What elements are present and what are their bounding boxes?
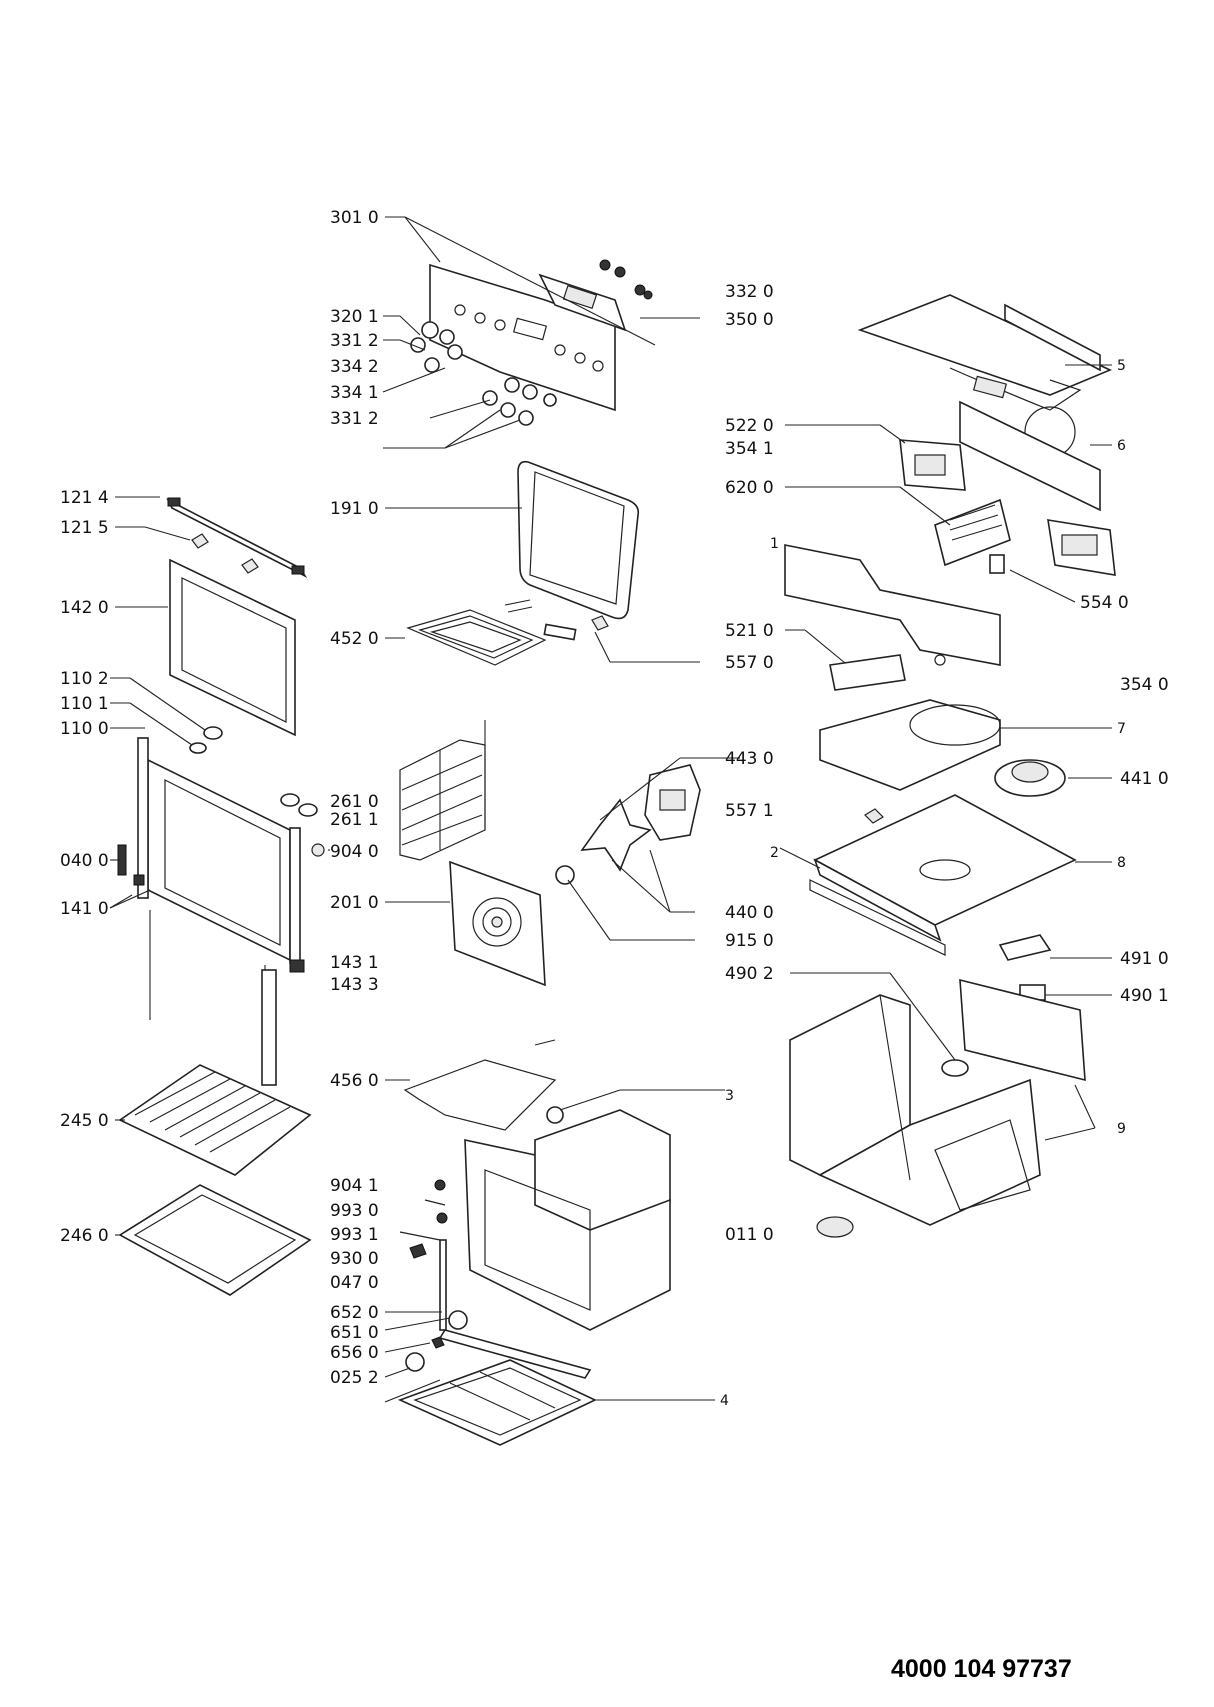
label-9930: 993 0 [330,1201,379,1221]
label-6520: 652 0 [330,1303,379,1323]
part-labels: 301 0 332 0 350 0 320 1 331 2 334 2 334 … [60,208,1169,1683]
label-4430: 443 0 [725,749,774,769]
grill-element [406,599,609,666]
fan-motor-assembly [555,764,701,885]
label-1214: 121 4 [60,488,109,508]
label-3341: 334 1 [330,383,379,403]
outer-door-glass [169,558,296,737]
cooling-fan-duct [819,654,1066,797]
outer-casing [789,978,1086,1238]
fan-cover [449,860,546,987]
label-5220: 522 0 [725,416,774,436]
control-knobs [410,321,557,426]
connector-strip [998,934,1052,1001]
label-6510: 651 0 [330,1323,379,1343]
label-3312-bottom: 331 2 [330,409,379,429]
label-0470: 047 0 [330,1273,379,1293]
oven-cavity [464,1106,671,1331]
label-2450: 245 0 [60,1111,109,1131]
label-3500: 350 0 [725,310,774,330]
control-panel [429,259,653,412]
label-9931: 993 1 [330,1225,379,1245]
label-4910: 491 0 [1120,949,1169,969]
label-0252: 025 2 [330,1368,379,1388]
label-3010: 301 0 [330,208,379,228]
label-1420: 142 0 [60,598,109,618]
small-hardware [399,1179,468,1372]
label-2610: 261 0 [330,792,379,812]
door-top-trim [166,497,308,579]
label-0110: 011 0 [725,1225,774,1245]
baking-tray [118,1184,312,1296]
label-ref-8: 8 [1117,855,1126,871]
label-0400: 040 0 [60,851,109,871]
label-9041: 904 1 [330,1176,379,1196]
label-9150: 915 0 [725,931,774,951]
top-plate [809,794,1077,956]
label-1101: 110 1 [60,694,109,714]
label-ref-1: 1 [770,536,779,552]
label-5540: 554 0 [1080,593,1129,613]
label-1215: 121 5 [60,518,109,538]
label-3342: 334 2 [330,357,379,377]
label-4520: 452 0 [330,629,379,649]
label-1910: 191 0 [330,499,379,519]
label-3541: 354 1 [725,439,774,459]
label-3540: 354 0 [1120,675,1169,695]
label-2611: 261 1 [330,810,379,830]
label-5571: 557 1 [725,801,774,821]
leader-lines [109,216,1112,1403]
top-frame [857,294,1112,512]
wire-rack [118,1064,312,1176]
label-ref-2: 2 [770,845,779,861]
front-frame-and-floor [397,1329,597,1446]
label-3312-top: 331 2 [330,331,379,351]
label-ref-6: 6 [1117,438,1126,454]
label-1102: 110 2 [60,669,109,689]
label-9040: 904 0 [330,842,379,862]
label-4902: 490 2 [725,964,774,984]
label-1431: 143 1 [330,953,379,973]
label-4400: 440 0 [725,903,774,923]
mounting-bracket [784,544,1001,666]
label-1433: 143 3 [330,975,379,995]
label-ref-5: 5 [1117,358,1126,374]
document-code: 4000 104 97737 [891,1655,1072,1683]
label-4410: 441 0 [1120,769,1169,789]
inner-door-frame [117,737,325,1086]
label-9300: 930 0 [330,1249,379,1269]
label-1410: 141 0 [60,899,109,919]
label-2010: 201 0 [330,893,379,913]
shelf-runners [399,720,486,861]
label-ref-4: 4 [720,1393,729,1409]
label-1100: 110 0 [60,719,109,739]
label-5210: 521 0 [725,621,774,641]
label-4560: 456 0 [330,1071,379,1091]
label-3201: 320 1 [330,307,379,327]
door-spacers [189,726,318,817]
electronics-boards [899,439,1116,576]
label-3320: 332 0 [725,282,774,302]
door-seal [517,460,640,620]
label-6560: 656 0 [330,1343,379,1363]
label-4901: 490 1 [1120,986,1169,1006]
label-ref-7: 7 [1117,721,1126,737]
label-5570: 557 0 [725,653,774,673]
label-ref-3: 3 [725,1088,734,1104]
label-6200: 620 0 [725,478,774,498]
label-ref-9: 9 [1117,1121,1126,1137]
label-2460: 246 0 [60,1226,109,1246]
bottom-heater-element [403,1039,557,1131]
